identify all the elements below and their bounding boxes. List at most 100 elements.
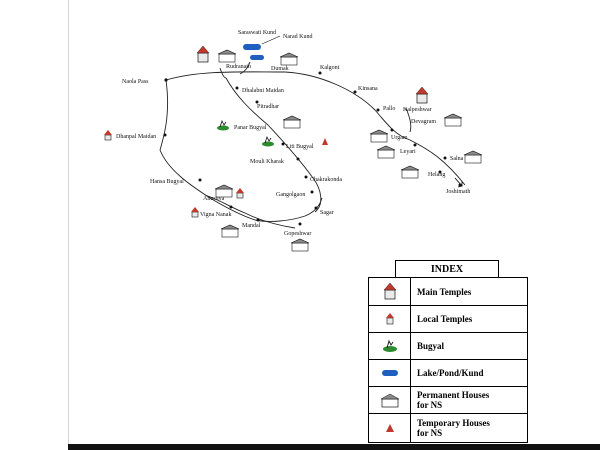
label-rudranath: Rudranath (226, 64, 251, 70)
house-icon-helang (400, 165, 420, 179)
node-gopeshwar (298, 222, 302, 226)
label-leyari: Leyari (400, 149, 416, 155)
index-label-main-temples: Main Temples (417, 286, 472, 297)
trail-rudranath-branch (219, 61, 251, 79)
node-naola-pass (164, 78, 168, 82)
trail-lower-link (204, 194, 296, 229)
house-icon-dumak (279, 52, 299, 66)
node-urgam (390, 128, 394, 132)
route-nodes (163, 71, 462, 226)
index-row-bugyal: Bugyal (369, 332, 527, 359)
node-dhanpal-maidan (163, 133, 167, 137)
permanent-houses (214, 49, 483, 252)
node-sagar (314, 206, 318, 210)
bugyal-panar-icon (217, 119, 229, 131)
house-icon-anusuya (214, 184, 234, 198)
local-temple-anusuya-icon (236, 188, 244, 199)
label-anusuya: Anusuya (203, 196, 225, 202)
label-narad-kund: Narad Kund (283, 34, 313, 40)
saraswati-kund-lake-icon (243, 44, 261, 50)
label-hansa-bugyal: Hansa Bugyal (150, 179, 184, 185)
house-icon-gopeshwar (290, 238, 310, 252)
node-gangolgaon (310, 190, 314, 194)
trail-kalpeshwar-spur (405, 107, 412, 133)
label-kalpeshwar: Kalpeshwar (403, 107, 432, 113)
label-panar-bugyal: Panar Bugyal (234, 125, 267, 131)
index-row-local-temples: Local Temples (369, 305, 527, 332)
index-label-temporary-houses: Temporary Houses for NS (411, 418, 490, 438)
node-kalgont (318, 71, 322, 75)
label-naola-pass: Naola Pass (122, 79, 149, 85)
label-gopeshwar: Gopeshwar (284, 231, 311, 237)
index-row-main-temples: Main Temples (369, 278, 527, 305)
index-row-permanent-houses: Permanent Houses for NS (369, 386, 527, 413)
house-icon-salna (463, 150, 483, 164)
node-mouli-kharak (296, 157, 300, 161)
trail-main-loop (159, 71, 466, 222)
index-icon-cell (369, 387, 411, 413)
bottom-border (68, 444, 600, 450)
node-liti-bugyal (281, 142, 285, 146)
node-hansa-bugyal (198, 178, 202, 182)
label-mouli-kharak: Mouli Kharak (250, 159, 284, 165)
house-icon-pitradhar (282, 115, 302, 129)
node-kinsana (353, 90, 357, 94)
temporary-house-icon (385, 424, 394, 432)
node-chakrakonda (304, 175, 308, 179)
index-row-temporary-houses: Temporary Houses for NS (369, 413, 527, 442)
index-icon-cell (369, 333, 411, 359)
bugyal-liti-icon (262, 135, 274, 147)
index-label-permanent-line1: Permanent Houses (417, 390, 490, 400)
label-sagar: Sagar (320, 210, 334, 216)
left-divider (68, 0, 69, 450)
house-icon-mandal (220, 224, 240, 238)
label-dhanpal-maidan: Dhanpal Maidan (116, 134, 156, 140)
label-chakrakonda: Chakrakonda (310, 177, 342, 183)
main-temple-dhanpal-icon (104, 130, 112, 141)
house-icon-rudranath (217, 49, 237, 63)
index-icon-cell (369, 278, 411, 305)
index-row-lake: Lake/Pond/Kund (369, 359, 527, 386)
node-pitradhar (255, 100, 259, 104)
label-pallo: Pallo (383, 106, 395, 112)
label-urgam: Urgam (391, 135, 408, 141)
lake-icons (243, 35, 281, 60)
narad-kund-lake-icon (250, 55, 264, 60)
place-labels: Saraswati Kund Narad Kund Rudranath Duma… (116, 30, 470, 237)
index-legend: Main Temples Local Temples Bugyal (368, 277, 528, 443)
index-label-temporary-line2: for NS (417, 428, 443, 438)
label-gangolgaon: Gangolgaon (276, 192, 305, 198)
node-salna (443, 156, 447, 160)
index-icon-cell (369, 414, 411, 442)
house-icon-devagram (443, 113, 463, 127)
label-saraswati-kund: Saraswati Kund (238, 30, 276, 36)
index-label-local-temples: Local Temples (417, 314, 473, 324)
local-temple-vigna-nanak-icon (191, 207, 199, 218)
index-icon-cell (369, 360, 411, 386)
index-label-permanent-line2: for NS (417, 400, 443, 410)
label-salna: Salna (450, 156, 464, 162)
index-label-permanent-houses: Permanent Houses for NS (411, 390, 489, 410)
joshimath-arrow-icon (454, 177, 463, 188)
label-vigna-nanak: Vigna Nanak (200, 212, 231, 218)
node-helang (438, 170, 442, 174)
trail-network (159, 61, 466, 229)
node-anusuya (229, 205, 233, 209)
house-icon-urgam (369, 129, 389, 143)
label-pitradhar: Pitradhar (257, 104, 279, 110)
lake-icon (381, 370, 398, 376)
node-leyari (413, 143, 417, 147)
main-temple-icon (383, 282, 396, 299)
local-temple-liti-icon (322, 138, 328, 145)
label-helang: Helang (428, 172, 445, 178)
index-label-bugyal: Bugyal (417, 341, 445, 351)
label-joshimath: Joshimath (446, 189, 470, 195)
permanent-house-icon (379, 393, 400, 408)
label-kalgont: Kalgont (320, 65, 340, 71)
bugyal-icon (382, 339, 397, 352)
index-label-lake: Lake/Pond/Kund (417, 368, 484, 378)
node-dhalabni-maidan (235, 86, 239, 90)
node-mandal (256, 218, 260, 222)
